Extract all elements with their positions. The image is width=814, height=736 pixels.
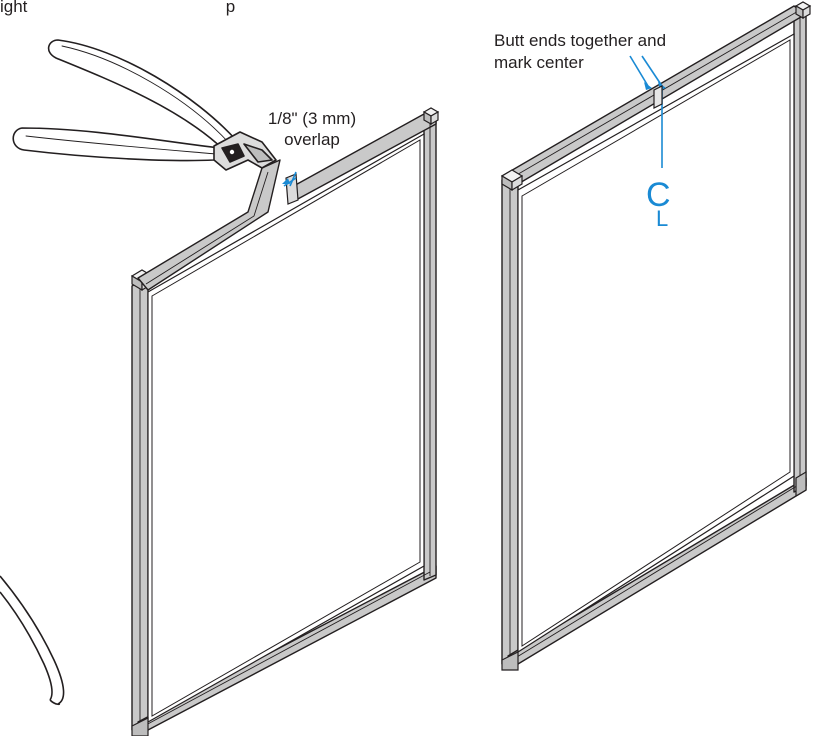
svg-text:L: L — [656, 206, 668, 231]
right-frame-glass — [517, 32, 795, 654]
left-frame-glass — [147, 132, 425, 724]
top-caption: ight p — [0, 0, 235, 16]
centerline-symbol: C L — [646, 176, 671, 231]
cable-loop-icon — [0, 575, 65, 706]
overlap-label-line2: overlap — [284, 130, 340, 149]
butt-joint-line — [653, 85, 663, 109]
left-frame-inner-bead — [151, 139, 421, 717]
left-frame-rail-lines — [139, 118, 431, 728]
overlap-callout — [282, 171, 297, 187]
butt-label-line2: mark center — [494, 53, 584, 72]
right-frame-corners — [500, 1, 812, 671]
overlap-label-line1: 1/8" (3 mm) — [268, 109, 356, 128]
svg-text:C: C — [646, 176, 671, 214]
right-frame-inner-bead — [521, 39, 791, 647]
left-frame-bent-rail — [137, 159, 281, 291]
cutting-pliers-icon — [12, 39, 277, 171]
butt-label-line1: Butt ends together and — [494, 31, 666, 50]
